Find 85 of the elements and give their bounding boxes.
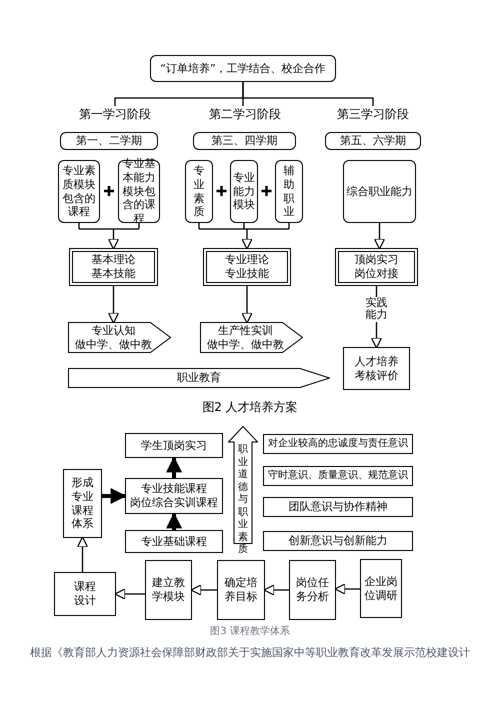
rounded-box (343, 160, 416, 223)
node-text: 对企业较高的忠诚度与责任意识 (267, 438, 409, 450)
node-text: 确定培养目标 (224, 576, 258, 604)
node-text: 形成专业课程体系 (70, 476, 94, 531)
node-text: 专业技能课程 (140, 482, 208, 496)
framed-box (69, 248, 158, 286)
arrow (334, 583, 360, 595)
process-box (125, 530, 223, 553)
body-text: 根据《教育部人力资源社会保障部财政部关于实施国家中等职业教育改革发展示范校建设计 (29, 645, 471, 661)
rounded-box (185, 160, 213, 223)
process-box (263, 434, 413, 454)
pentagon-arrow-box (68, 368, 330, 388)
node-text: 基本技能 (90, 267, 136, 281)
process-box (145, 560, 192, 620)
arrow (166, 512, 182, 530)
node-text: 专业素质模块包含的课程 (62, 164, 96, 219)
arrow (166, 456, 182, 478)
arrow (78, 222, 140, 250)
figure-caption: 图2 人才培养方案 (201, 399, 299, 416)
node-text: 做中学、做中教 (206, 338, 285, 352)
node-text: 课程设计 (73, 580, 97, 608)
node-text: 综合职业能力 (346, 184, 414, 198)
node-text: 企业岗位调研 (364, 574, 398, 602)
process-box (289, 560, 336, 620)
process-box (263, 531, 413, 551)
rounded-box (60, 132, 158, 150)
arrow (190, 584, 217, 596)
arrow (198, 222, 290, 250)
process-box (343, 347, 410, 390)
process-box (263, 497, 413, 517)
node-text: 专业理论 (224, 253, 270, 267)
node-text: 专业能力模块 (232, 170, 256, 212)
process-box (63, 469, 102, 538)
rounded-box (230, 160, 258, 223)
node-text: 职业教育 (176, 371, 222, 385)
pentagon-arrow-box (200, 322, 303, 353)
process-box (125, 478, 223, 514)
node-text: 团队意识与协作精神 (288, 500, 388, 514)
process-box (263, 466, 413, 486)
process-box (54, 572, 116, 616)
node-text: 建立教学模块 (151, 576, 186, 604)
arrow (76, 536, 88, 572)
arrow (241, 286, 253, 324)
figure-caption: 图3 课程教学体系 (209, 624, 291, 639)
node-text: 人才培养考核评价 (354, 354, 400, 382)
node-text: 岗位综合实训课程 (129, 496, 219, 510)
connector-line (242, 82, 374, 106)
arrow (263, 584, 289, 596)
edge-label: 实践能力 (364, 296, 389, 322)
node-text: 职业道德与职业素质 (238, 444, 248, 556)
stage-heading: 第三学习阶段 (333, 106, 413, 122)
node-text: 顶岗实习 (354, 253, 400, 267)
framed-box (335, 248, 418, 286)
node-text: 守时意识、质量意识、规范意识 (267, 470, 409, 482)
rounded-box (193, 132, 296, 150)
rounded-box (150, 55, 336, 82)
pentagon-arrow-box (68, 322, 171, 353)
rounded-box (325, 132, 421, 150)
rounded-box (275, 160, 303, 223)
process-box (360, 559, 402, 618)
node-text: 专业基础课程 (140, 534, 208, 548)
node-text: 基本理论 (90, 253, 136, 267)
arrow (374, 223, 386, 250)
arrow (102, 488, 127, 504)
node-text: “订单培养”，工学结合、校企合作 (159, 62, 327, 76)
arrow (108, 286, 120, 324)
framed-box (203, 248, 291, 286)
node-text: 专业认知 (90, 324, 136, 338)
stage-heading: 第二学习阶段 (205, 106, 285, 122)
node-text: 辅助职业 (284, 164, 294, 219)
node-text: 做中学、做中教 (74, 338, 153, 352)
arrow (114, 588, 145, 600)
node-text: 生产性实训 (217, 324, 274, 338)
node-text: 学生顶岗实习 (140, 438, 208, 452)
process-box (125, 433, 223, 458)
node-text: 岗位任务分析 (295, 576, 330, 604)
node-text: 专业素质 (194, 164, 204, 219)
node-text: 岗位对接 (354, 267, 400, 281)
node-text: 第五、六学期 (339, 134, 407, 148)
process-box (217, 560, 265, 620)
node-text: 专业技能 (224, 267, 270, 281)
node-text: 第三、四学期 (210, 134, 278, 148)
stage-heading: 第一学习阶段 (75, 106, 155, 122)
node-text: 创新意识与创新能力 (288, 534, 388, 548)
node-text: 第一、二学期 (75, 134, 143, 148)
